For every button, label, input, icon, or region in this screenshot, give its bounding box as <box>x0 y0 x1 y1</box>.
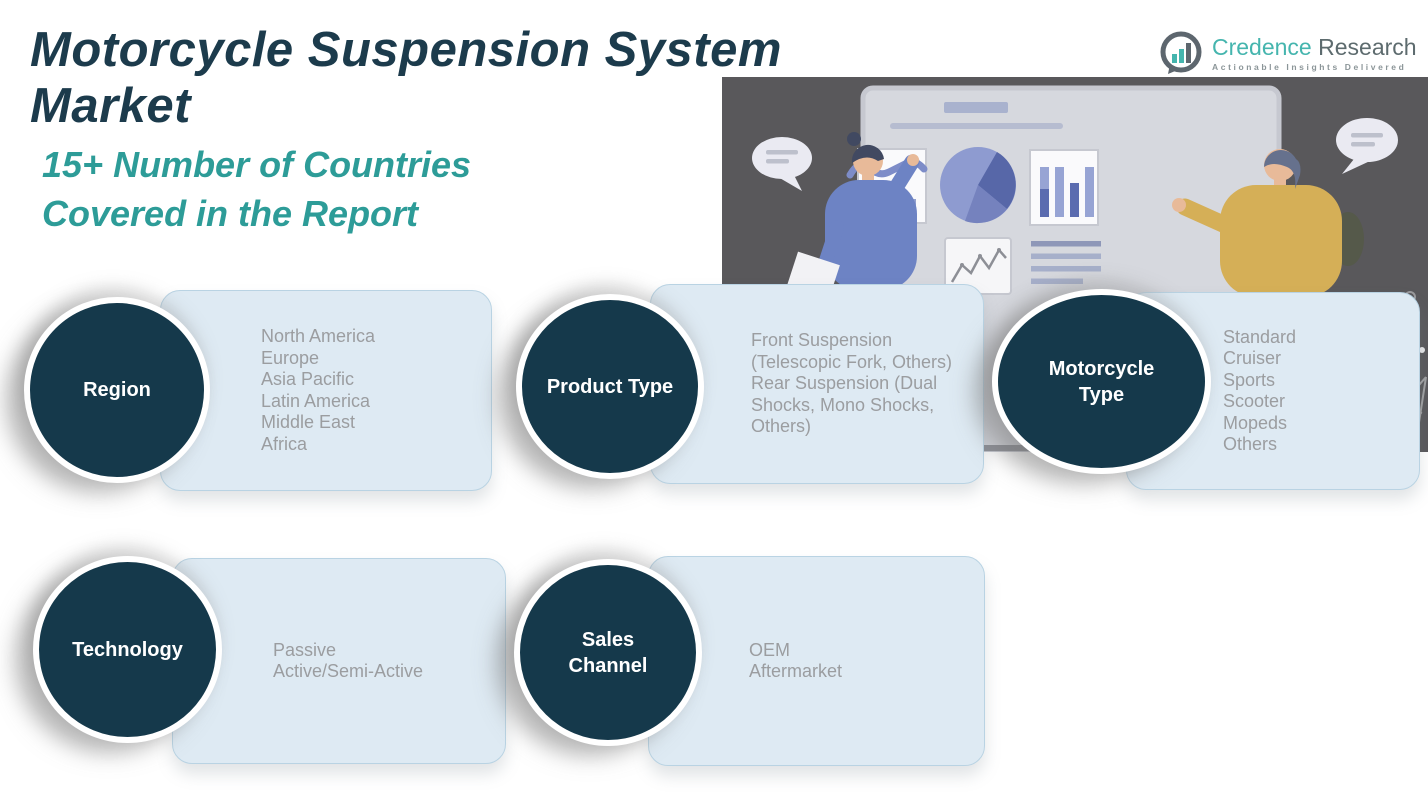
page-title: Motorcycle Suspension System Market <box>30 23 782 133</box>
segment-technology-card: Passive Active/Semi-Active <box>172 558 506 764</box>
segment-motorcycle-type-items: Standard Cruiser Sports Scooter Mopeds O… <box>1223 326 1297 455</box>
segment-region-label: Region <box>83 379 151 401</box>
segment-sales-channel-circle: Sales Channel <box>514 559 702 746</box>
segment-motorcycle-type-circle: Motorcycle Type <box>992 289 1211 474</box>
segment-sales-channel-card: OEM Aftermarket <box>648 556 985 766</box>
segment-technology-circle: Technology <box>33 556 222 743</box>
brand-name-primary: Credence <box>1212 33 1312 60</box>
subtitle: 15+ Number of Countries Covered in the R… <box>42 144 472 234</box>
segment-region-card: North America Europe Asia Pacific Latin … <box>160 290 492 491</box>
segment-product-type-circle: Product Type <box>516 294 704 479</box>
brand-logo: Credence Research Actionable Insights De… <box>1158 30 1417 76</box>
presenter-right <box>1172 149 1364 355</box>
brand-name-secondary: Research <box>1318 33 1417 60</box>
segment-sales-channel-label: Sales Channel <box>568 628 648 677</box>
segment-region-items: North America Europe Asia Pacific Latin … <box>261 326 376 454</box>
segment-product-type-label: Product Type <box>546 375 674 398</box>
brand-tagline: Actionable Insights Delivered <box>1212 61 1407 72</box>
segment-product-type-items: Front Suspension (Telescopic Fork, Other… <box>751 330 953 437</box>
segment-technology-label: Technology <box>72 638 183 661</box>
segment-sales-channel-items: OEM Aftermarket <box>749 639 843 682</box>
segment-technology-items: Passive Active/Semi-Active <box>273 639 424 682</box>
speech-bubble-left <box>752 137 812 191</box>
speech-bubble-right <box>1336 118 1398 174</box>
bar-chart-bubble-icon <box>1160 31 1202 74</box>
dot-decoration <box>1419 347 1425 353</box>
segment-region-circle: Region <box>24 297 210 483</box>
segment-product-type-card: Front Suspension (Telescopic Fork, Other… <box>650 284 984 484</box>
segment-motorcycle-type-label: Motorcycle Type <box>1048 357 1155 406</box>
brand-name: Credence Research <box>1212 33 1417 60</box>
brand-logo-text: Credence Research Actionable Insights De… <box>1212 33 1417 72</box>
